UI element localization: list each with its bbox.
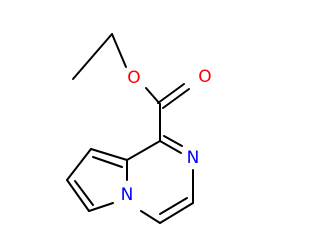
bond-c8a-c8-b: [92, 156, 123, 168]
bond-c1-n2-b: [163, 135, 183, 147]
bond-methyl-methylene: [72, 33, 113, 80]
ester-oxygen-label: O: [127, 68, 140, 88]
bond-c8-c7: [66, 148, 92, 181]
bond-c6-n5: [88, 202, 114, 212]
atom-labels: O O N N: [121, 67, 212, 205]
bond-c4-n5: [140, 210, 161, 224]
bridgehead-nitrogen-label: N: [121, 185, 134, 205]
chemical-structure-diagram: O O N N: [66, 33, 212, 224]
bond-c3-c4-a: [159, 202, 194, 224]
bonds: [66, 33, 194, 224]
bond-carbonyl-double-a: [157, 83, 185, 104]
bond-c1-n2-a: [159, 140, 182, 154]
bond-c8a-c1: [126, 140, 161, 161]
bond-c3-c4-b: [159, 197, 188, 215]
bond-ester-oxygen-carbonyl: [145, 87, 161, 105]
bond-c7-c6-b: [74, 180, 94, 206]
pyrazine-nitrogen-label: N: [187, 148, 200, 168]
bond-methylene-ester-oxygen: [111, 33, 127, 68]
carbonyl-oxygen-label: O: [198, 67, 211, 87]
bond-carbonyl-double-b: [162, 88, 190, 109]
bond-c7-c6-a: [66, 179, 90, 212]
bond-c8a-c8-a: [90, 148, 128, 161]
